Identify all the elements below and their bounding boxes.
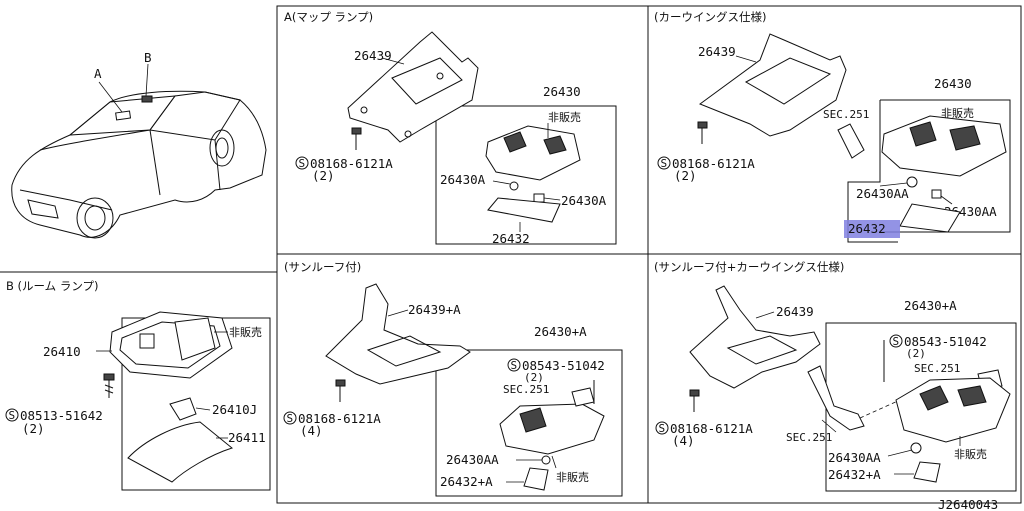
sunroof-not-sold: 非販売: [556, 471, 589, 484]
room-screw-part: 08513-51642: [20, 408, 103, 423]
sunroof-screw-qty: (4): [300, 423, 323, 438]
sunroof-bracket-part: 26439+A: [408, 302, 461, 317]
sunroof-wing-sec-top: SEC.251: [914, 362, 960, 375]
sunroof-lens-part: 26432+A: [440, 474, 493, 489]
svg-text:S: S: [893, 335, 900, 348]
sunroof-screw2-qty: (2): [524, 371, 544, 384]
sunroof-wing-title: (サンルーフ付+カーウイングス仕様): [654, 260, 844, 274]
room-lamp-panel: B (ルーム ランプ) 26410 非販売 S 08513-51642 (2) …: [5, 279, 266, 483]
wing-assembly-part: 26430: [934, 76, 972, 91]
sunroof-bulb-part: 26430AA: [446, 452, 499, 467]
sunroof-panel: (サンルーフ付) 26439+A S 08168-6121A (4) 26430…: [283, 260, 605, 491]
diagram-id: J2640043: [938, 497, 998, 511]
sunroof-title: (サンルーフ付): [284, 260, 361, 274]
map-lamp-panel: A(マップ ランプ) 26439 S 08168-6121A (2) 26430…: [284, 10, 607, 246]
map-bracket-part: 26439: [354, 48, 392, 63]
room-lens-part: 26411: [228, 430, 266, 445]
wing-spec-panel: (カーウイングス仕様) 26439 S 08168-6121A (2) 2643…: [654, 10, 1007, 238]
map-screw: [351, 127, 362, 150]
wing-sec: SEC.251: [823, 108, 869, 121]
map-assembly-part: 26430: [543, 84, 581, 99]
svg-text:S: S: [659, 422, 666, 435]
map-bulb-right-part: 26430A: [561, 193, 607, 208]
sunroof-wing-bulb-part: 26430AA: [828, 450, 881, 465]
sunroof-wing-screw2-part: 08543-51042: [904, 334, 987, 349]
map-lamp-box: [435, 105, 617, 245]
room-lamp-not-sold: 非販売: [229, 326, 262, 339]
svg-text:S: S: [511, 359, 518, 372]
room-screw: [103, 373, 115, 398]
wing-lens-part: 26432: [848, 221, 886, 236]
map-lamp-title: A(マップ ランプ): [284, 10, 373, 24]
wing-bracket-part: 26439: [698, 44, 736, 59]
wing-screw: [697, 121, 708, 144]
room-screw-qty: (2): [22, 421, 45, 436]
wing-screw-qty: (2): [674, 168, 697, 183]
sunroof-screw-part: 08168-6121A: [298, 411, 381, 426]
sunroof-assembly-part: 26430+A: [534, 324, 587, 339]
sunroof-wing-panel: (サンルーフ付+カーウイングス仕様) 26439 26430+A S 08543…: [654, 260, 1011, 483]
sunroof-wing-not-sold: 非販売: [954, 448, 987, 461]
car-illustration: A B: [11, 50, 267, 239]
room-lamp-title: B (ルーム ランプ): [6, 279, 98, 293]
svg-text:S: S: [9, 409, 16, 422]
room-bulb-part: 26410J: [212, 402, 257, 417]
wing-title: (カーウイングス仕様): [654, 10, 766, 24]
map-lens-part: 26432: [492, 231, 530, 246]
map-not-sold: 非販売: [548, 111, 581, 124]
sunroof-wing-screw-qty: (4): [672, 433, 695, 448]
svg-text:S: S: [299, 157, 306, 170]
svg-text:S: S: [661, 157, 668, 170]
sunroof-wing-sec-bottom: SEC.251: [786, 431, 832, 444]
wing-bulb-left-part: 26430AA: [856, 186, 909, 201]
car-label-a: A: [94, 66, 102, 81]
wing-screw-part: 08168-6121A: [672, 156, 755, 171]
car-label-b: B: [144, 50, 152, 65]
sunroof-sec: SEC.251: [503, 383, 549, 396]
sunroof-wing-screw: [689, 389, 700, 412]
highlight-26432: [844, 220, 900, 238]
map-screw-part: 08168-6121A: [310, 156, 393, 171]
sunroof-screw: [335, 379, 346, 402]
map-screw-qty: (2): [312, 168, 335, 183]
sunroof-box: [435, 349, 623, 497]
wing-box-bottom: [847, 100, 898, 243]
room-lamp-part: 26410: [43, 344, 81, 359]
map-bulb-left-part: 26430A: [440, 172, 486, 187]
sunroof-wing-bracket-part: 26439: [776, 304, 814, 319]
sunroof-wing-screw-part: 08168-6121A: [670, 421, 753, 436]
sunroof-wing-assembly-part: 26430+A: [904, 298, 957, 313]
sunroof-wing-lens-part: 26432+A: [828, 467, 881, 482]
wing-not-sold: 非販売: [941, 107, 974, 120]
svg-text:S: S: [287, 412, 294, 425]
sunroof-screw2-part: 08543-51042: [522, 358, 605, 373]
sunroof-wing-screw2-qty: (2): [906, 347, 926, 360]
